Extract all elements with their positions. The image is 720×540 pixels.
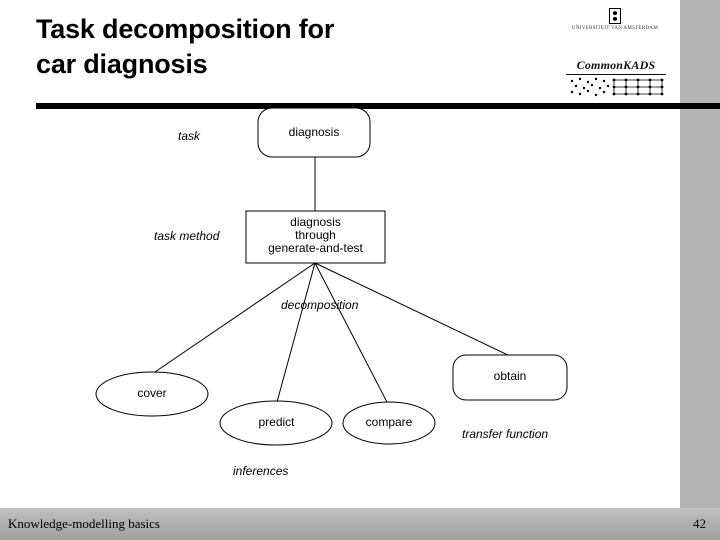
university-logo: UNIVERSITEIT VAN AMSTERDAM: [556, 8, 674, 31]
annotation-transfer-function: transfer function: [462, 427, 549, 441]
logo-block: UNIVERSITEIT VAN AMSTERDAM CommonKADS: [556, 8, 674, 99]
commonkads-grid-icon: [566, 77, 666, 99]
commonkads-logo-text: CommonKADS: [566, 58, 666, 75]
node-shape-method: [245, 210, 386, 264]
page-title: Task decomposition for car diagnosis: [36, 12, 516, 82]
annotation-inferences: inferences: [233, 464, 289, 478]
node-shape-obtain: [452, 354, 568, 401]
edge-method-compare: [314, 262, 389, 405]
annotation-task: task: [178, 129, 201, 143]
slide-footer: Knowledge-modelling basics 42: [0, 508, 720, 540]
annotation-decomposition: decomposition: [281, 298, 359, 312]
node-shape-predict: [219, 400, 333, 446]
page-title-line-2: car diagnosis: [36, 49, 208, 80]
footer-section-label: Knowledge-modelling basics: [8, 516, 160, 531]
university-logo-text: UNIVERSITEIT VAN AMSTERDAM: [571, 26, 659, 31]
node-shape-compare: [342, 401, 436, 445]
title-divider-rule: [36, 103, 720, 109]
university-crest-icon: [609, 8, 621, 24]
right-side-band: [680, 0, 720, 508]
edge-method-obtain: [314, 262, 511, 357]
node-shape-cover: [95, 371, 209, 417]
task-decomposition-diagram: [95, 107, 568, 446]
annotation-task-method: task method: [154, 229, 220, 243]
edge-method-predict: [276, 262, 316, 403]
footer-page-number: 42: [693, 516, 706, 531]
edge-method-cover: [151, 262, 316, 375]
node-shape-diagnosis: [257, 107, 371, 158]
commonkads-logo: CommonKADS: [566, 58, 666, 99]
page-title-line-1: Task decomposition for: [36, 14, 335, 44]
